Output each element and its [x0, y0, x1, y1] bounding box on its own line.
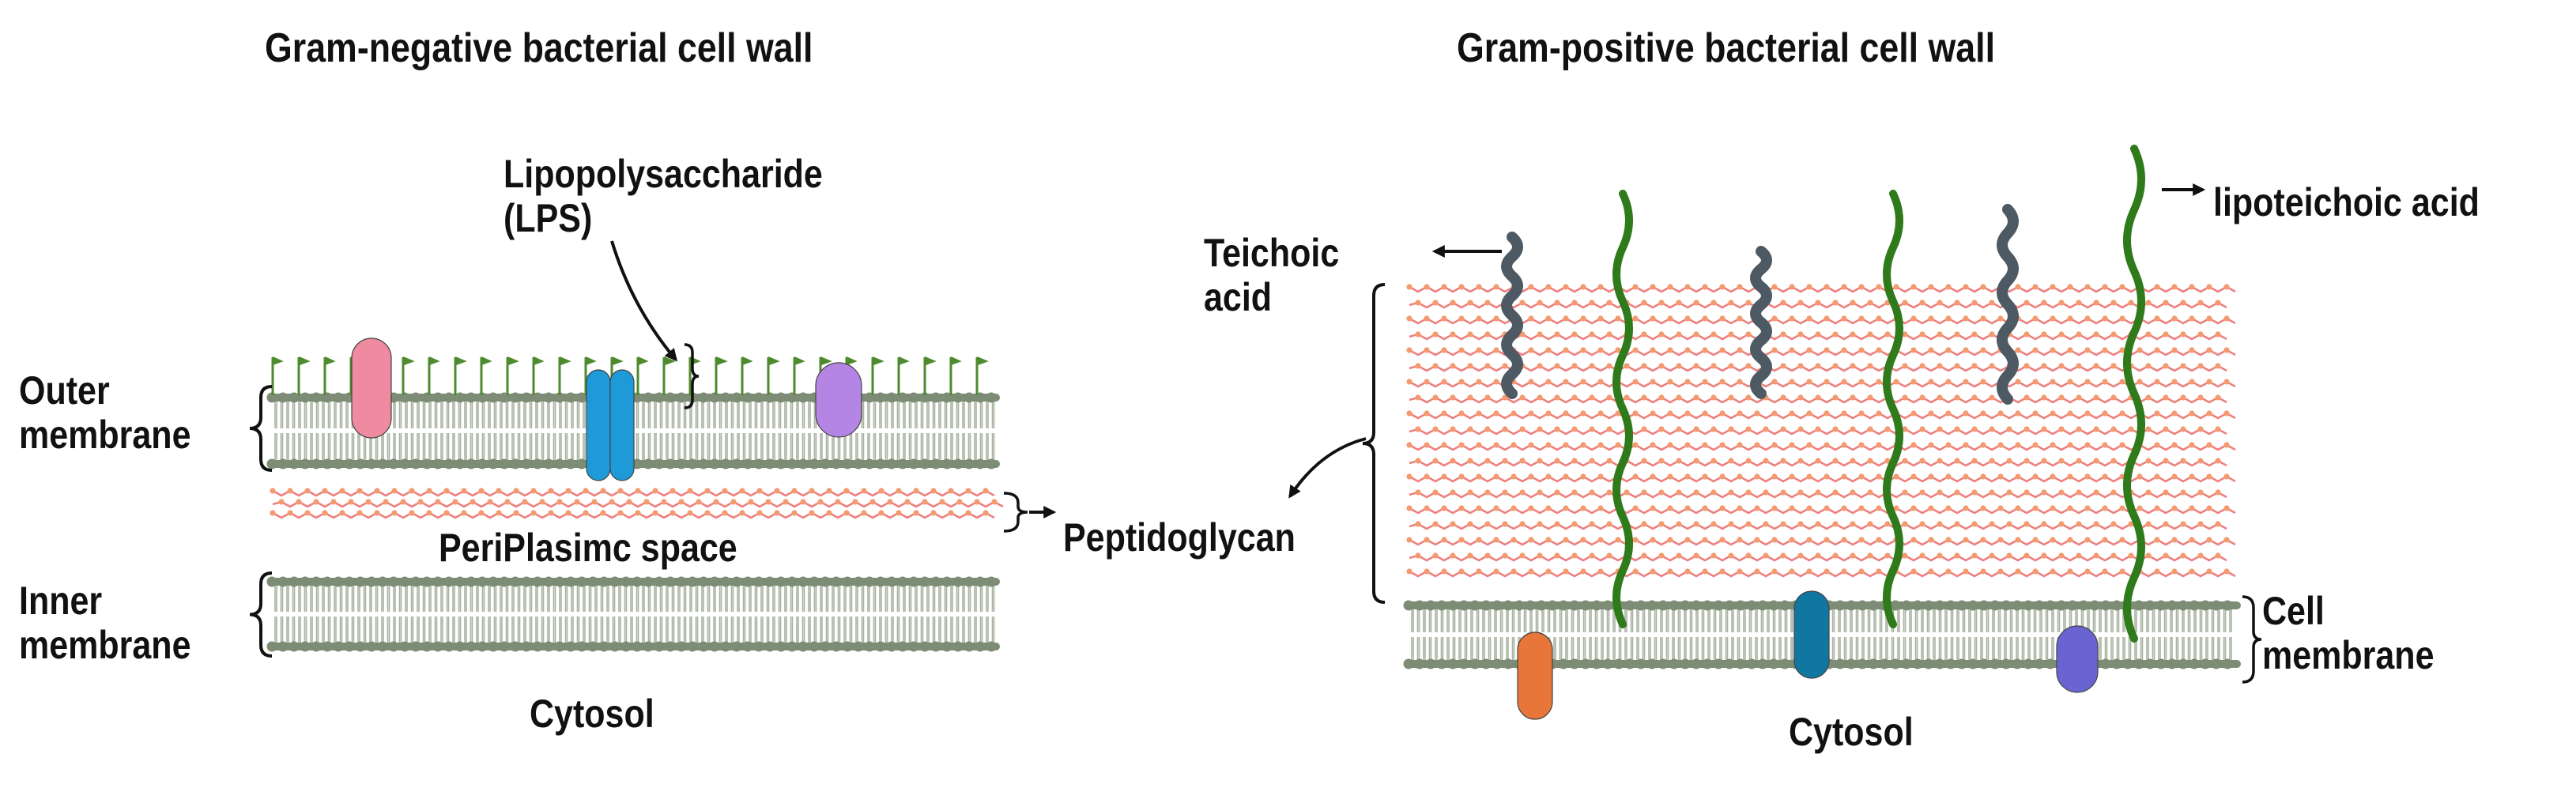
pink-membrane-protein — [351, 337, 392, 439]
blue-channel-protein-b — [609, 369, 635, 481]
lps-brace — [684, 343, 700, 409]
lipoteichoic-acid-chain-2 — [1883, 190, 1903, 628]
cell-membrane-brace — [2242, 595, 2262, 684]
left-peptidoglycan — [270, 488, 1004, 519]
peptidoglycan-layer — [270, 284, 2236, 578]
indigo-membrane-protein — [2056, 625, 2099, 693]
teal-membrane-protein — [1793, 590, 1830, 679]
annotations-layer — [249, 183, 2262, 684]
inner-membrane-label: Inner membrane — [19, 579, 191, 667]
periplasmic-space-label: PeriPlasimc space — [439, 526, 737, 570]
orange-membrane-protein — [1517, 632, 1553, 720]
lps-arrow — [610, 240, 678, 362]
lipoteichoic-acid-chain-1 — [1612, 190, 1633, 628]
peptidoglycan-brace — [1003, 492, 1028, 533]
right-peptidoglycan-brace — [1362, 283, 1386, 604]
outer-membrane — [266, 392, 1000, 469]
teichoic-acid-label: Teichoic acid — [1204, 231, 1340, 319]
right-cytosol-label: Cytosol — [1789, 710, 1914, 754]
teichoic-acid-chain-1 — [1501, 232, 1523, 399]
right-peptidoglycan — [1406, 284, 2236, 578]
lps-label: Lipopolysaccharide (LPS) — [504, 152, 823, 240]
left-cytosol-label: Cytosol — [530, 692, 654, 736]
lipoteichoic-acid-label: lipoteichoic acid — [2213, 180, 2480, 224]
lipoteichoic-acid-chain-3 — [2123, 145, 2145, 643]
gram-negative-title: Gram-negative bacterial cell wall — [265, 25, 813, 71]
inner-membrane-brace — [249, 571, 273, 658]
proteins-layer — [351, 337, 2099, 720]
gram-positive-title: Gram-positive bacterial cell wall — [1457, 25, 1996, 71]
right-peptidoglycan-arrow — [1288, 437, 1367, 499]
purple-membrane-protein — [815, 362, 862, 438]
inner-membrane — [266, 576, 1000, 652]
outer-membrane-label: Outer membrane — [19, 368, 191, 457]
peptidoglycan-label: Peptidoglycan — [1063, 515, 1296, 560]
acid-chains-layer — [271, 145, 2145, 643]
teichoic-acid-chain-3 — [1997, 204, 2019, 405]
teichoic-acid-chain-2 — [1750, 246, 1772, 399]
cell-membrane-label: Cell membrane — [2262, 589, 2435, 677]
blue-channel-protein-a — [586, 369, 611, 481]
outer-membrane-brace — [249, 385, 273, 472]
